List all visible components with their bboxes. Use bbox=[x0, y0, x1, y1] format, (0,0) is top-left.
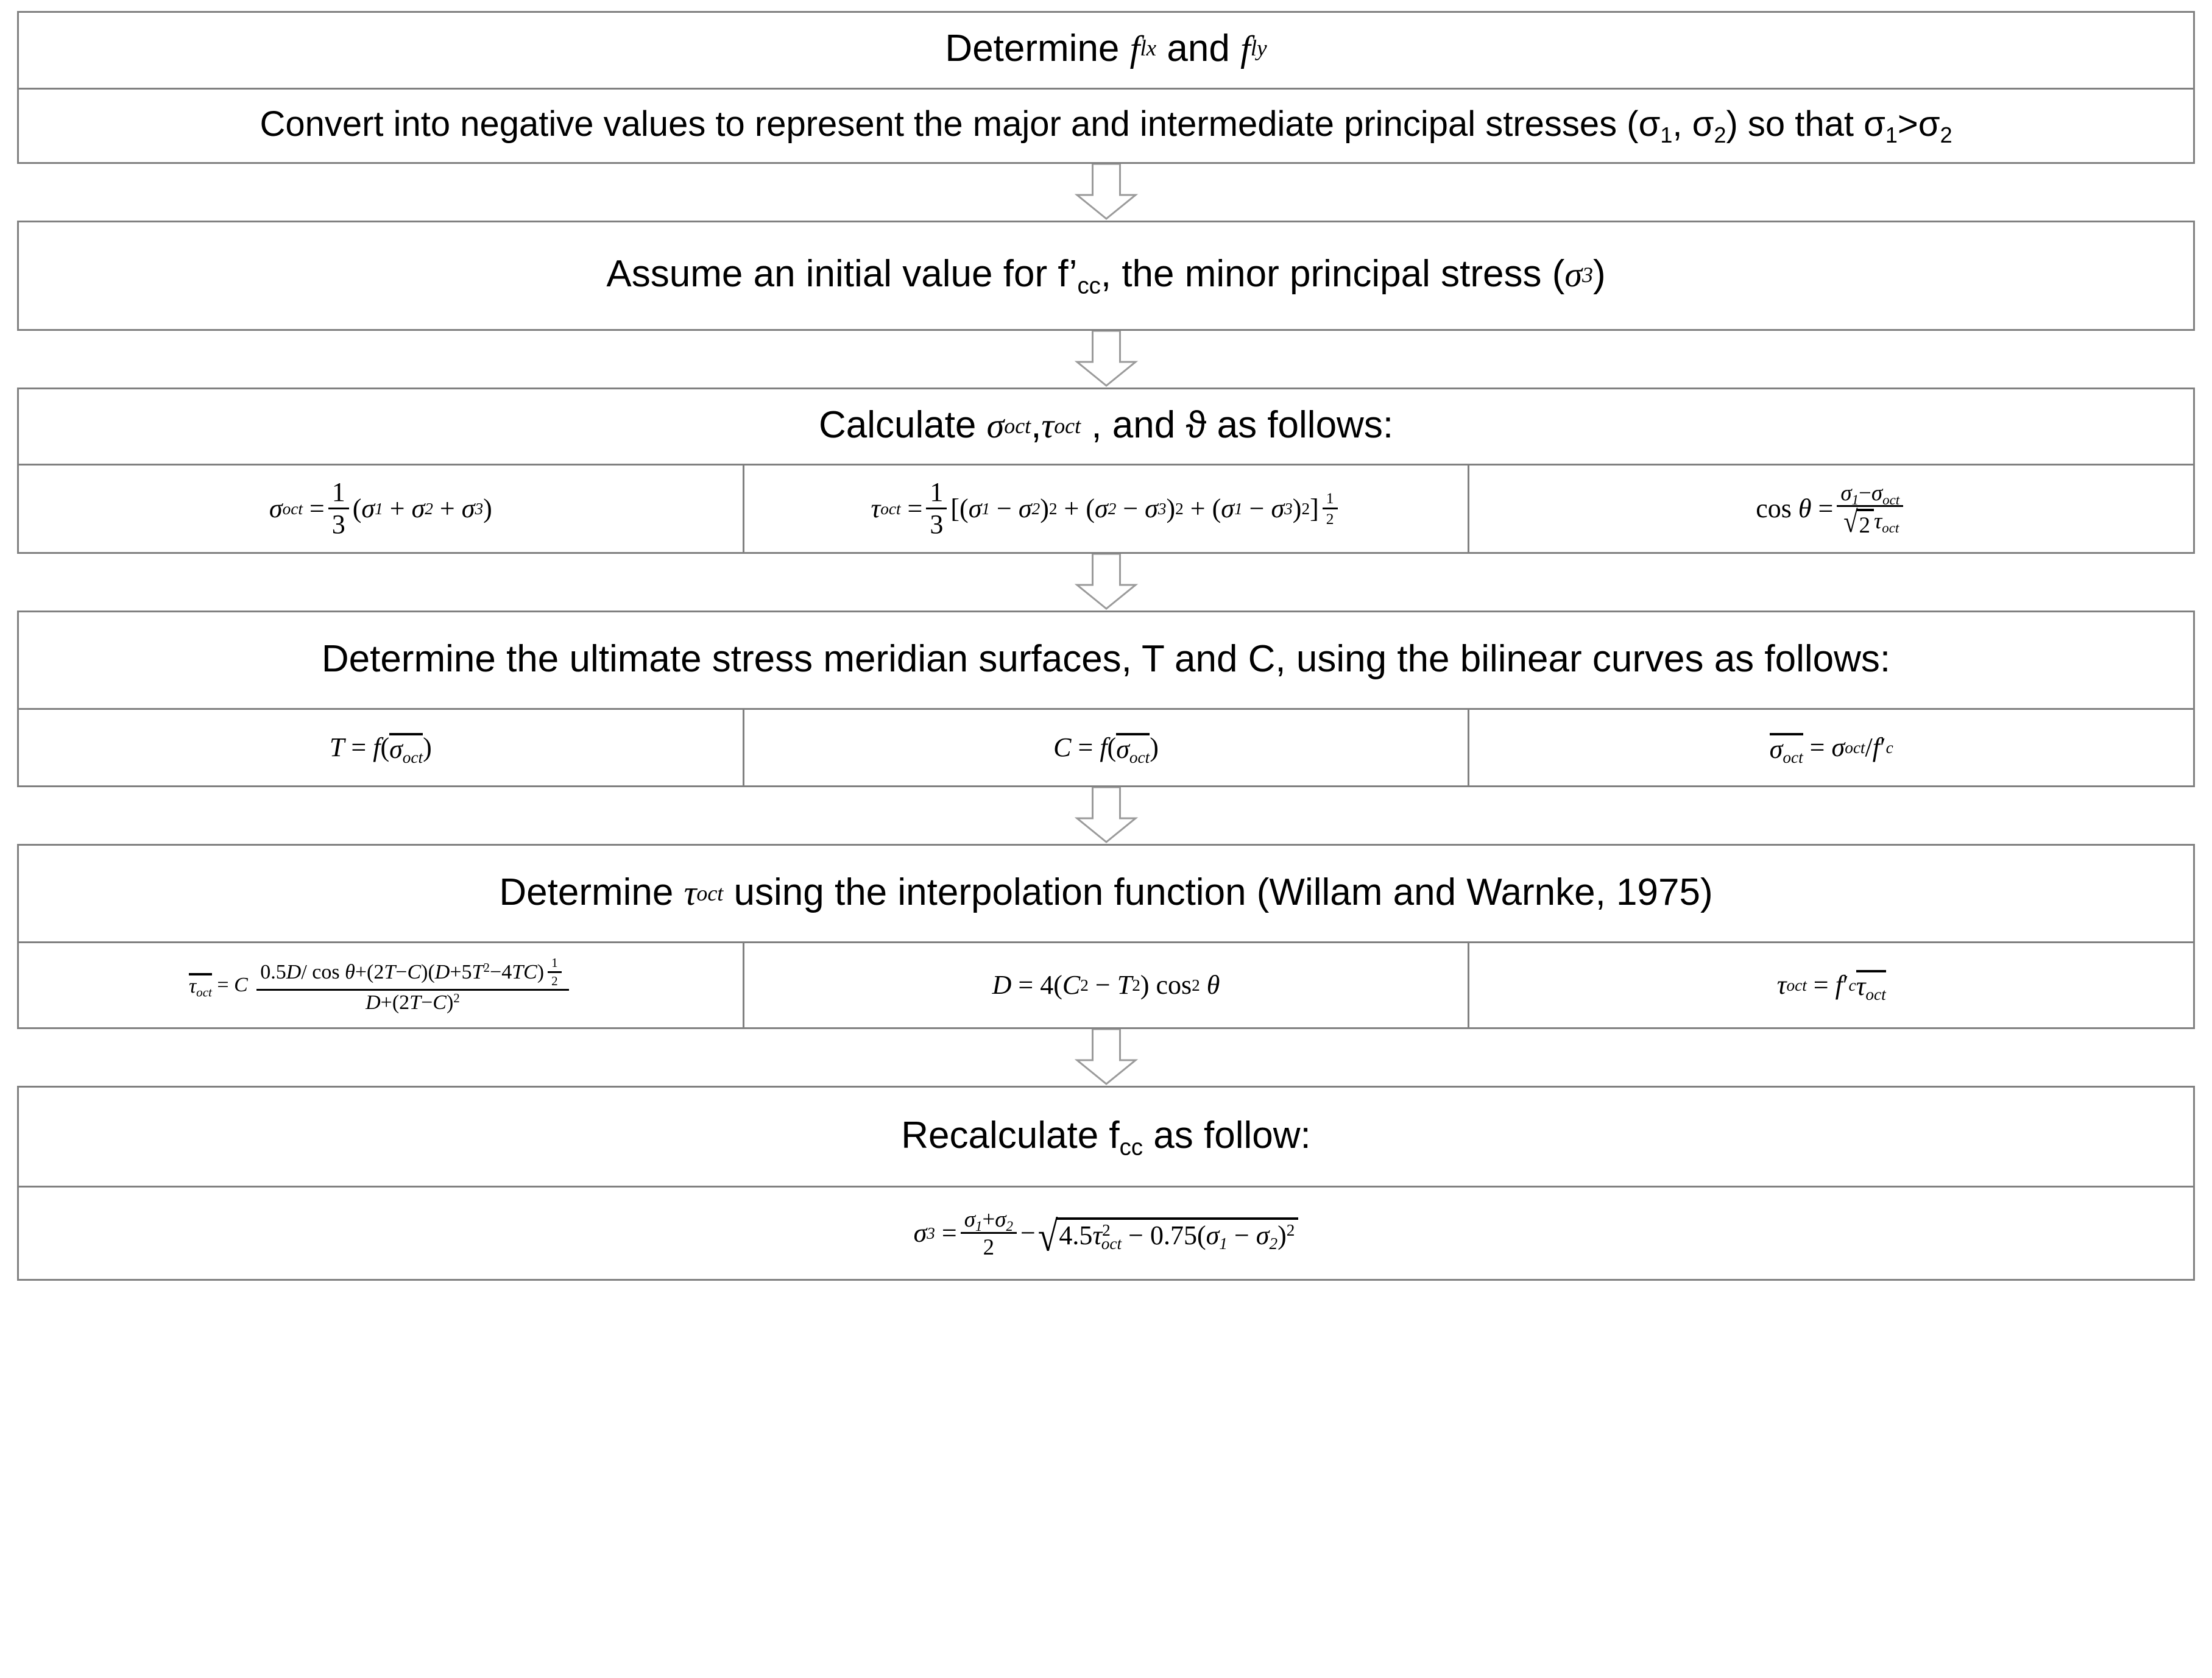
step-7-tail-text: as follow: bbox=[1143, 1114, 1311, 1156]
connector-5 bbox=[17, 1028, 2195, 1086]
step-2-mid2-text: ) so that σ bbox=[1726, 104, 1885, 144]
step-3-box: Assume an initial value for f’cc, the mi… bbox=[17, 220, 2195, 331]
step-2-sub-2: 2 bbox=[1714, 122, 1726, 147]
step-7-lead-text: Recalculate f bbox=[901, 1114, 1120, 1156]
step-5-box: Determine the ultimate stress meridian s… bbox=[17, 611, 2195, 788]
step-2-heading: Convert into negative values to represen… bbox=[19, 90, 2193, 162]
down-arrow-icon bbox=[1074, 330, 1138, 387]
step-7-sub-cc: cc bbox=[1119, 1134, 1143, 1161]
connector-2 bbox=[17, 330, 2195, 388]
step-1-mid-text: and bbox=[1156, 27, 1241, 69]
step-7-heading: Recalculate fcc as follow: bbox=[19, 1088, 2193, 1186]
connector-1 bbox=[17, 163, 2195, 221]
step-6-divider bbox=[19, 941, 2193, 944]
step-6-tau-base: τ bbox=[684, 873, 697, 913]
step-2-sub-1: 1 bbox=[1660, 122, 1673, 147]
step-6-tail-text: using the interpolation function (Willam… bbox=[723, 871, 1713, 914]
step-4-divider bbox=[19, 464, 2193, 466]
step-2-sub-4: 2 bbox=[1940, 122, 1952, 147]
step-5-heading: Determine the ultimate stress meridian s… bbox=[321, 638, 1891, 681]
step-7-divider bbox=[19, 1185, 2193, 1188]
connector-4 bbox=[17, 787, 2195, 844]
down-arrow-icon bbox=[1074, 787, 1138, 844]
formula-T: T = f(σoct) bbox=[329, 732, 432, 766]
down-arrow-icon bbox=[1074, 163, 1138, 220]
step-5-divider bbox=[19, 708, 2193, 710]
step-4-lead-text: Calculate bbox=[818, 403, 987, 446]
down-arrow-icon bbox=[1074, 554, 1138, 611]
step-4-sigma-oct-base: σ bbox=[986, 405, 1005, 445]
step-3-sigma3-base: σ bbox=[1564, 254, 1582, 294]
step-4-tail-text: as follows: bbox=[1206, 403, 1394, 446]
step-1-symbol-fly-base: f bbox=[1240, 29, 1251, 69]
step-2-sub-3: 1 bbox=[1885, 122, 1898, 147]
step-2-lead-text: Convert into negative values to represen… bbox=[260, 104, 1661, 144]
step-3-heading: Assume an initial value for f’cc, the mi… bbox=[606, 252, 1606, 299]
formula-cell-T: T = f(σoct) bbox=[19, 710, 743, 785]
step-1-2-divider bbox=[19, 87, 2193, 90]
step-3-mid-text: , the minor principal stress ( bbox=[1100, 252, 1565, 295]
step-4-comma: , bbox=[1031, 403, 1042, 446]
formula-C: C = f(σoct) bbox=[1053, 732, 1159, 766]
step-3-lead-text: Assume an initial value for f’ bbox=[606, 252, 1078, 295]
step-6-lead-text: Determine bbox=[499, 871, 684, 914]
step-4-theta-symbol: ϑ bbox=[1186, 403, 1207, 446]
down-arrow-icon bbox=[1074, 1028, 1138, 1085]
formula-cell-C: C = f(σoct) bbox=[742, 710, 1468, 786]
step-2-mid-text: , σ bbox=[1672, 104, 1714, 144]
step-3-tail-text: ) bbox=[1592, 252, 1606, 295]
step-1-lead-text: Determine bbox=[945, 27, 1130, 69]
step-2-gt-text: >σ bbox=[1897, 104, 1940, 144]
step-3-sub-cc: cc bbox=[1077, 272, 1101, 299]
step-4-tau-oct-base: τ bbox=[1041, 405, 1055, 445]
step-4-mid-text: , and bbox=[1081, 403, 1186, 446]
step-1-symbol-flx-base: f bbox=[1129, 29, 1140, 69]
connector-3 bbox=[17, 554, 2195, 611]
